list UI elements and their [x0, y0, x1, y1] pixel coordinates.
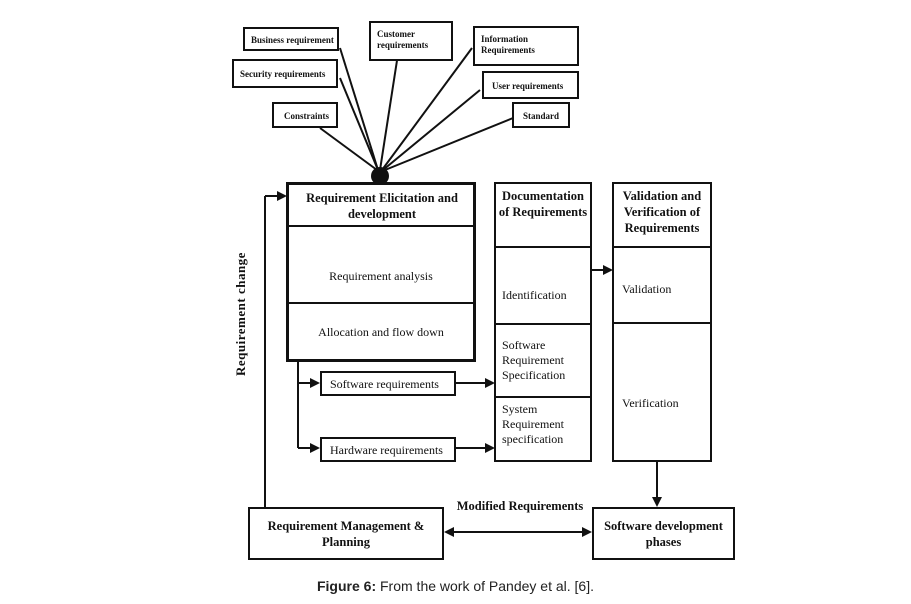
- business-requirement-box: Business requirement: [243, 27, 339, 51]
- constraints-label: Constraints: [284, 111, 330, 121]
- documentation-box: Documentation of Requirements Identifica…: [494, 182, 592, 462]
- srs-label: Software Requirement Specification: [502, 338, 566, 382]
- requirement-analysis-label: Requirement analysis: [329, 269, 433, 283]
- elicitation-title: Requirement Elicitation and development: [306, 191, 458, 221]
- software-development-box: Software development phases: [592, 507, 735, 560]
- identification-label: Identification: [502, 288, 567, 302]
- caption-prefix: Figure 6:: [316, 578, 377, 594]
- sysrs-label: System Requirement specification: [502, 402, 564, 446]
- fan-line-constraints: [319, 127, 378, 171]
- information-requirements-box: Information Requirements: [473, 26, 579, 66]
- fan-line-business: [339, 47, 379, 171]
- elicitation-divider-1: [289, 225, 473, 227]
- modified-requirements-label: Modified Requirements: [456, 499, 584, 513]
- information-requirements-label: Information Requirements: [481, 34, 535, 55]
- standard-box: Standard: [512, 102, 570, 128]
- customer-requirements-box: Customer requirements: [369, 21, 453, 61]
- fan-line-user: [382, 89, 481, 171]
- management-label: Requirement Management & Planning: [267, 518, 425, 549]
- doc-divider-3: [496, 396, 590, 398]
- fan-line-standard: [384, 115, 519, 171]
- elicitation-divider-2: [289, 302, 473, 304]
- constraints-box: Constraints: [272, 102, 338, 128]
- doc-divider-1: [496, 246, 590, 248]
- figure-caption: Figure 6: From the work of Pandey et al.…: [0, 578, 911, 594]
- software-requirements-label: Software requirements: [330, 377, 439, 391]
- hardware-requirements-box: Hardware requirements: [320, 437, 456, 462]
- fan-line-security: [339, 77, 379, 171]
- validation-box: Validation and Verification of Requireme…: [612, 182, 712, 462]
- requirement-change-label: Requirement change: [233, 252, 248, 376]
- allocation-label: Allocation and flow down: [318, 325, 444, 339]
- security-requirements-box: Security requirements: [232, 59, 338, 88]
- customer-requirements-label: Customer requirements: [377, 29, 429, 50]
- security-requirements-label: Security requirements: [240, 69, 326, 79]
- doc-divider-2: [496, 323, 590, 325]
- software-development-label: Software development phases: [604, 518, 723, 549]
- user-requirements-label: User requirements: [492, 81, 564, 91]
- verification-label: Verification: [622, 396, 679, 410]
- validation-title: Validation and Verification of Requireme…: [622, 189, 702, 235]
- validation-label: Validation: [622, 282, 672, 296]
- user-requirements-box: User requirements: [482, 71, 579, 99]
- val-divider-1: [614, 246, 710, 248]
- management-box: Requirement Management & Planning: [248, 507, 444, 560]
- val-divider-2: [614, 322, 710, 324]
- software-requirements-box: Software requirements: [320, 371, 456, 396]
- standard-label: Standard: [523, 111, 560, 121]
- hardware-requirements-label: Hardware requirements: [330, 443, 443, 457]
- business-requirement-label: Business requirement: [251, 35, 334, 45]
- fan-hub: [371, 167, 389, 185]
- caption-text: From the work of Pandey et al. [6].: [380, 578, 594, 594]
- fan-line-customer: [379, 53, 399, 171]
- fan-line-information: [381, 47, 473, 171]
- documentation-title: Documentation of Requirements: [498, 189, 588, 219]
- elicitation-box: Requirement Elicitation and development …: [286, 182, 476, 362]
